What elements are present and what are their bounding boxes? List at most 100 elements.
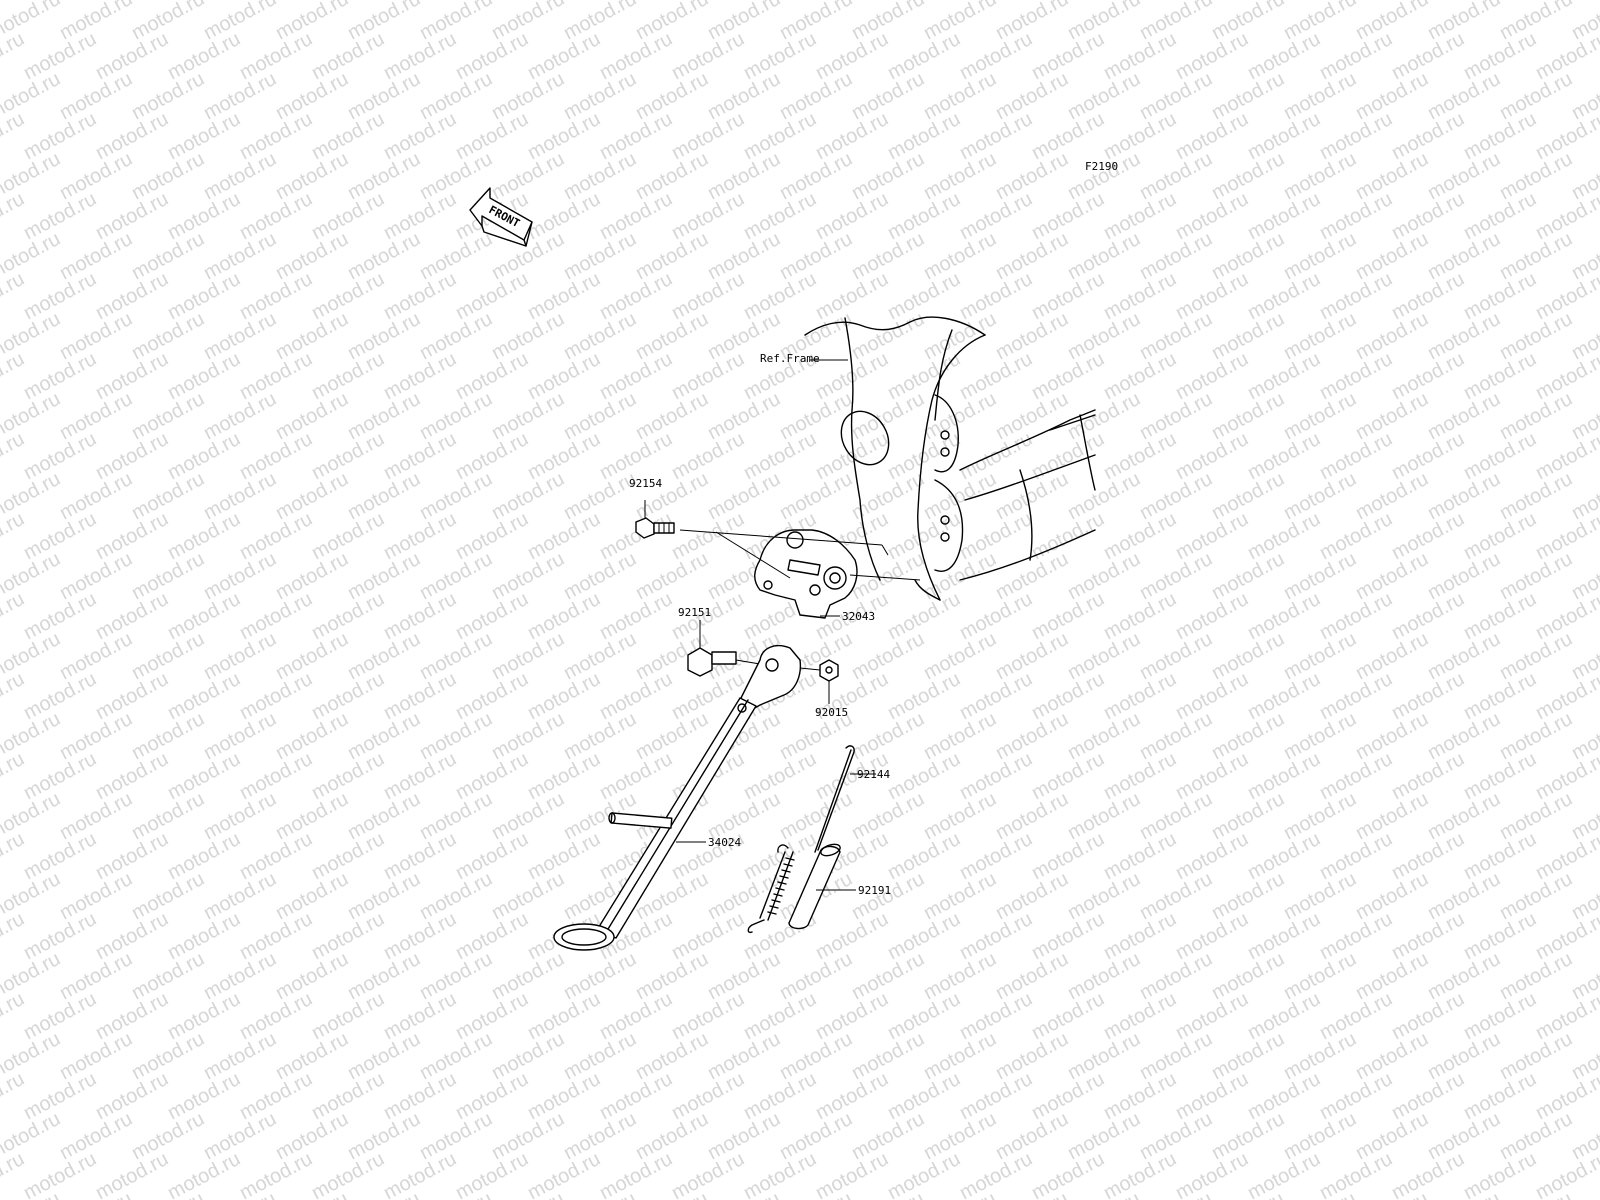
watermark-text: motod.ru	[1028, 748, 1108, 804]
watermark-text: motod.ru	[128, 788, 208, 844]
part-label-92154[interactable]: 92154	[629, 477, 662, 490]
watermark-text: motod.ru	[128, 1028, 208, 1084]
watermark-text: motod.ru	[200, 868, 280, 924]
watermark-text: motod.ru	[164, 268, 244, 324]
watermark-text: motod.ru	[1424, 548, 1504, 604]
part-label-32043[interactable]: 32043	[842, 610, 875, 623]
watermark-text: motod.ru	[92, 28, 172, 84]
watermark-text: motod.ru	[164, 668, 244, 724]
watermark-text: motod.ru	[1172, 1068, 1252, 1124]
watermark-text: motod.ru	[1208, 228, 1288, 284]
watermark-text: motod.ru	[596, 188, 676, 244]
watermark-text: motod.ru	[992, 1108, 1072, 1164]
watermark-text: motod.ru	[272, 68, 352, 124]
watermark-text: motod.ru	[956, 988, 1036, 1044]
watermark-text: motod.ru	[128, 0, 208, 44]
watermark-text: motod.ru	[920, 388, 1000, 444]
watermark-text: motod.ru	[56, 788, 136, 844]
watermark-text: motod.ru	[164, 988, 244, 1044]
watermark-text: motod.ru	[1352, 1108, 1432, 1164]
watermark-text: motod.ru	[272, 388, 352, 444]
watermark-text: motod.ru	[848, 628, 928, 684]
watermark-text: motod.ru	[1352, 548, 1432, 604]
watermark-text: motod.ru	[380, 828, 460, 884]
watermark-text: motod.ru	[308, 428, 388, 484]
watermark-text: motod.ru	[380, 188, 460, 244]
watermark-text: motod.ru	[488, 0, 568, 44]
watermark-text: motod.ru	[416, 1028, 496, 1084]
watermark-text: motod.ru	[848, 948, 928, 1004]
watermark-text: motod.ru	[0, 668, 28, 724]
watermark-text: motod.ru	[0, 28, 28, 84]
watermark-text: motod.ru	[1280, 708, 1360, 764]
watermark-text: motod.ru	[1064, 1028, 1144, 1084]
watermark-text: motod.ru	[20, 108, 100, 164]
watermark-text: motod.ru	[236, 188, 316, 244]
part-label-92144[interactable]: 92144	[857, 768, 890, 781]
watermark-text: motod.ru	[524, 348, 604, 404]
watermark-text: motod.ru	[1424, 228, 1504, 284]
watermark-text: motod.ru	[1028, 348, 1108, 404]
watermark-text: motod.ru	[1244, 1068, 1324, 1124]
watermark-text: motod.ru	[1280, 68, 1360, 124]
watermark-text: motod.ru	[560, 0, 640, 44]
watermark-text: motod.ru	[128, 708, 208, 764]
watermark-text: motod.ru	[1064, 708, 1144, 764]
watermark-text: motod.ru	[956, 268, 1036, 324]
part-label-92151[interactable]: 92151	[678, 606, 711, 619]
watermark-text: motod.ru	[848, 228, 928, 284]
watermark-text: motod.ru	[1064, 948, 1144, 1004]
watermark-text: motod.ru	[164, 348, 244, 404]
watermark-text: motod.ru	[128, 1108, 208, 1164]
watermark-text: motod.ru	[236, 908, 316, 964]
part-label-34024[interactable]: 34024	[708, 836, 741, 849]
watermark-text: motod.ru	[632, 228, 712, 284]
watermark-text: motod.ru	[1244, 748, 1324, 804]
watermark-text: motod.ru	[200, 628, 280, 684]
watermark-text: motod.ru	[1064, 68, 1144, 124]
watermark-text: motod.ru	[200, 148, 280, 204]
watermark-text: motod.ru	[524, 588, 604, 644]
watermark-text: motod.ru	[1172, 988, 1252, 1044]
watermark-text: motod.ru	[1316, 268, 1396, 324]
spring-cover-tube-92191-icon	[788, 843, 856, 930]
watermark-text: motod.ru	[128, 548, 208, 604]
watermark-text: motod.ru	[1100, 588, 1180, 644]
watermark-text: motod.ru	[1172, 508, 1252, 564]
watermark-text: motod.ru	[1316, 1148, 1396, 1200]
watermark-text: motod.ru	[1388, 828, 1468, 884]
watermark-text: motod.ru	[380, 108, 460, 164]
watermark-text: motod.ru	[344, 708, 424, 764]
watermark-text: motod.ru	[1136, 228, 1216, 284]
watermark-text: motod.ru	[1424, 1028, 1504, 1084]
watermark-text: motod.ru	[704, 1108, 784, 1164]
watermark-text: motod.ru	[704, 948, 784, 1004]
watermark-text: motod.ru	[1496, 468, 1576, 524]
watermark-text: motod.ru	[416, 468, 496, 524]
watermark-text: motod.ru	[200, 548, 280, 604]
watermark-text: motod.ru	[92, 1148, 172, 1200]
watermark-text: motod.ru	[1136, 0, 1216, 44]
watermark-text: motod.ru	[92, 108, 172, 164]
part-label-92191[interactable]: 92191	[858, 884, 891, 897]
watermark-text: motod.ru	[524, 188, 604, 244]
watermark-text: motod.ru	[848, 1108, 928, 1164]
watermark-text: motod.ru	[1352, 308, 1432, 364]
watermark-text: motod.ru	[1280, 388, 1360, 444]
watermark-text: motod.ru	[920, 788, 1000, 844]
watermark-text: motod.ru	[1100, 1148, 1180, 1200]
watermark-text: motod.ru	[1496, 388, 1576, 444]
watermark-text: motod.ru	[992, 788, 1072, 844]
part-label-92015[interactable]: 92015	[815, 706, 848, 719]
watermark-text: motod.ru	[596, 1068, 676, 1124]
watermark-text: motod.ru	[1208, 468, 1288, 524]
watermark-text: motod.ru	[1100, 28, 1180, 84]
watermark-text: motod.ru	[1244, 108, 1324, 164]
watermark-text: motod.ru	[596, 428, 676, 484]
watermark-text: motod.ru	[488, 468, 568, 524]
watermark-text: motod.ru	[956, 1148, 1036, 1200]
watermark-text: motod.ru	[668, 508, 748, 564]
watermark-text: motod.ru	[596, 108, 676, 164]
watermark-text: motod.ru	[920, 868, 1000, 924]
watermark-text: motod.ru	[1280, 1108, 1360, 1164]
